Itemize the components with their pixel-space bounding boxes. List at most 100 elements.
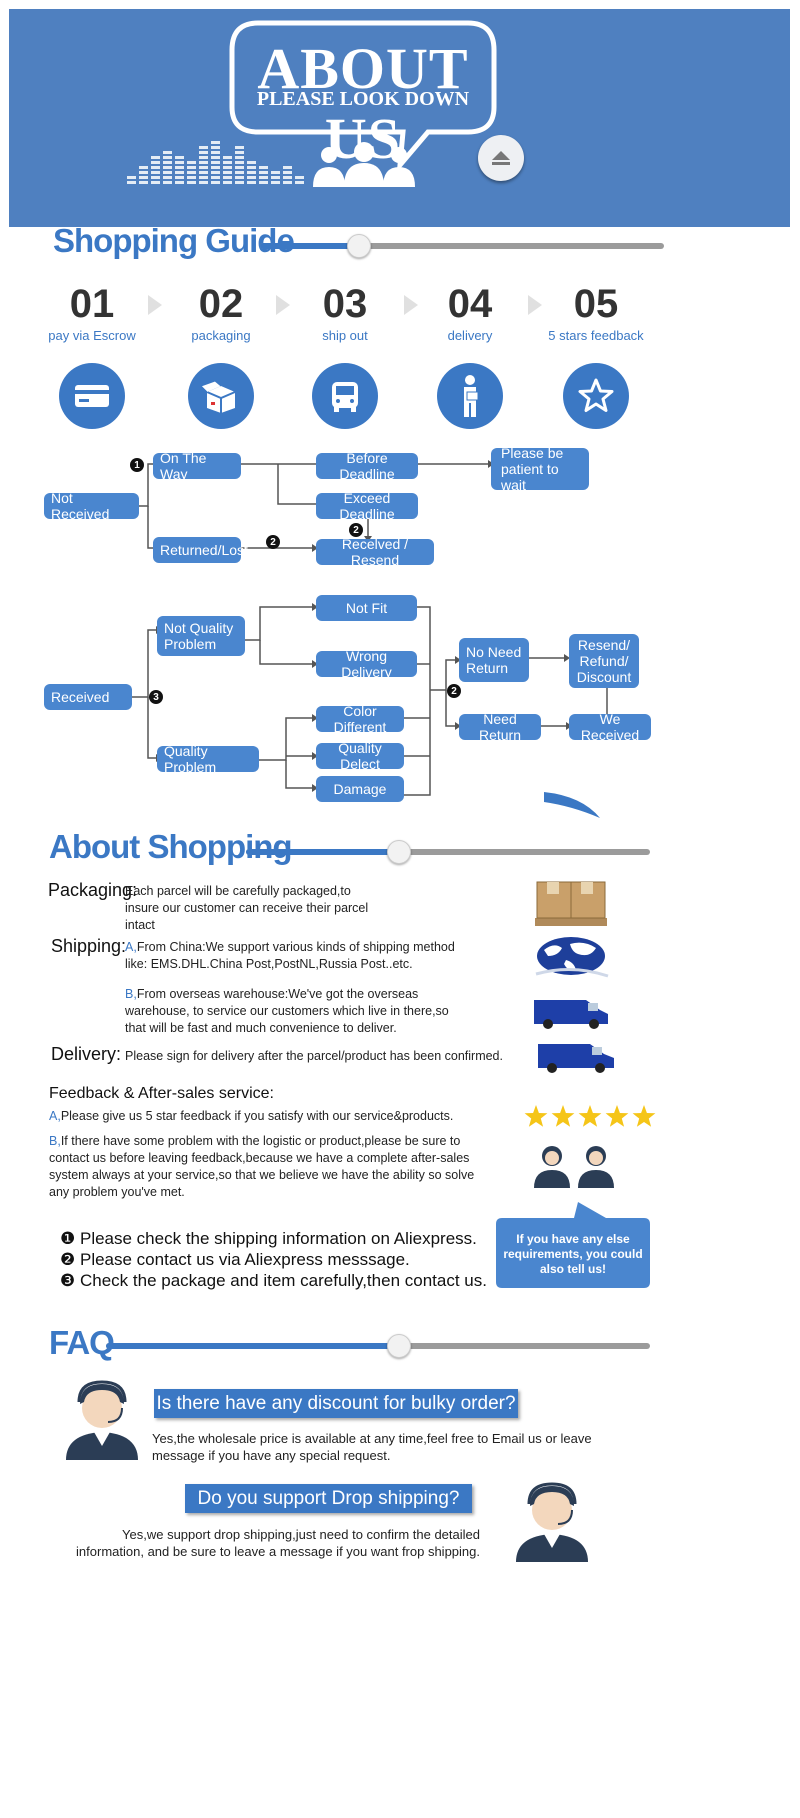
notes-list: ❶ Please check the shipping information … xyxy=(60,1228,487,1291)
credit-card-icon xyxy=(59,363,125,429)
callout-bubble xyxy=(496,1202,650,1288)
note-text: Please contact us via Aliexpress messsag… xyxy=(79,1250,410,1269)
step-1: 01 pay via Escrow xyxy=(27,282,157,429)
globe-plane-icon xyxy=(535,937,609,978)
received-resend-box: Recelved / Resend xyxy=(316,536,434,568)
support-agent-avatar-icon xyxy=(66,1380,138,1460)
shopping-guide-title: Shopping Guide xyxy=(53,222,295,259)
step-arrow-icon xyxy=(276,295,290,315)
curve-arrow-graphic xyxy=(544,792,600,818)
step-number: 04 xyxy=(447,282,493,326)
packaging-label: Packaging: xyxy=(48,880,138,900)
step-number: 05 xyxy=(573,282,619,326)
delivery-label: Delivery: xyxy=(51,1044,122,1064)
speech-bubble xyxy=(229,20,497,170)
step-label: 5 stars feedback xyxy=(548,328,644,343)
we-received-box: We Received xyxy=(569,711,651,743)
star-icon xyxy=(578,1105,602,1127)
step-arrow-icon xyxy=(148,295,162,315)
note-mark: ❷ xyxy=(60,1250,76,1269)
slider-knob xyxy=(387,1334,411,1358)
star-icon xyxy=(632,1105,656,1127)
feedback-a-body: Please give us 5 star feedback if you sa… xyxy=(60,1109,454,1123)
faq-question-1[interactable]: Is there have any discount for bulky ord… xyxy=(154,1389,518,1418)
faq-question-2[interactable]: Do you support Drop shipping? xyxy=(185,1484,472,1513)
step-label: delivery xyxy=(447,328,493,343)
not-fit-box: Not Fit xyxy=(316,595,417,621)
header-title: ABOUT US xyxy=(257,36,469,171)
step-5: 05 5 stars feedback xyxy=(531,282,661,429)
delivery-text: Please sign for delivery after the parce… xyxy=(125,1049,503,1063)
damage-box: Damage xyxy=(316,776,404,802)
note-mark: ❶ xyxy=(60,1229,76,1248)
slider-knob xyxy=(347,234,371,258)
step-label: ship out xyxy=(322,328,368,343)
shopping-guide-slider xyxy=(260,234,664,258)
step-2: 02 packaging xyxy=(156,282,286,429)
shipping-b-body: From overseas warehouse:We've got the ov… xyxy=(125,987,449,1035)
bus-icon xyxy=(312,363,378,429)
received-box: Received xyxy=(44,684,132,710)
parcel-boxes-icon xyxy=(535,881,607,926)
step-label: pay via Escrow xyxy=(48,328,136,343)
star-icon xyxy=(524,1105,548,1127)
header-subtitle: PLEASE LOOK DOWN xyxy=(256,88,470,110)
shipping-a-prefix: A, xyxy=(125,940,137,954)
courier-icon xyxy=(437,363,503,429)
step-marker-3: 3 xyxy=(149,690,163,704)
support-agents-icon xyxy=(534,1146,614,1188)
delivery-van-icon xyxy=(538,1044,614,1073)
note-item: ❸ Check the package and item carefully,t… xyxy=(60,1270,487,1291)
step-number: 01 xyxy=(69,282,115,326)
shipping-label: Shipping: xyxy=(51,936,127,956)
wrong-delivery-box: Wrong Delivery xyxy=(316,648,417,680)
shipping-a-body: From China:We support various kinds of s… xyxy=(125,940,455,971)
eject-icon xyxy=(492,151,510,165)
note-text: Check the package and item carefully,the… xyxy=(79,1271,487,1290)
feedback-b-text: B,If there have some problem with the lo… xyxy=(49,1133,489,1201)
feedback-title: Feedback & After-sales service: xyxy=(49,1085,274,1102)
box-icon xyxy=(188,363,254,429)
faq-answer-2: Yes,we support drop shipping,just need t… xyxy=(76,1527,480,1559)
note-item: ❶ Please check the shipping information … xyxy=(60,1228,487,1249)
note-mark: ❸ xyxy=(60,1271,76,1290)
faq-slider xyxy=(106,1334,650,1358)
exceed-deadline-box: Exceed Deadline xyxy=(316,490,418,522)
no-need-return-box: No Need Return xyxy=(459,638,529,682)
van-icon xyxy=(534,1000,608,1029)
need-return-box: Need Return xyxy=(459,711,541,743)
star-icon xyxy=(551,1105,575,1127)
note-text: Please check the shipping information on… xyxy=(79,1229,477,1248)
step-label: packaging xyxy=(191,328,251,343)
slider-knob xyxy=(387,840,411,864)
note-item: ❷ Please contact us via Aliexpress messs… xyxy=(60,1249,487,1270)
color-different-box: Color Different xyxy=(316,703,404,735)
on-the-way-box: On The Way xyxy=(153,450,241,482)
not-received-box: Not Received xyxy=(44,490,139,522)
step-marker-2: 2 xyxy=(266,535,280,549)
faq-title: FAQ xyxy=(49,1324,115,1361)
shipping-b-prefix: B, xyxy=(125,987,137,1001)
step-marker-1: 1 xyxy=(130,458,144,472)
header-banner xyxy=(9,9,790,227)
feedback-a-text: A,Please give us 5 star feedback if you … xyxy=(49,1108,489,1125)
step-marker-2: 2 xyxy=(447,684,461,698)
shipping-a-text: A,From China:We support various kinds of… xyxy=(125,939,465,973)
returned-lost-box: Returned/Lost xyxy=(153,537,248,563)
before-deadline-box: Before Deadline xyxy=(316,450,418,482)
faq-answer-1: Yes,the wholesale price is available at … xyxy=(152,1431,592,1463)
callout-text: If you have any else requirements, you c… xyxy=(503,1232,643,1276)
shipping-b-text: B,From overseas warehouse:We've got the … xyxy=(125,986,470,1037)
scroll-down-button[interactable] xyxy=(478,135,524,181)
equalizer-graphic xyxy=(127,141,304,184)
about-shopping-title: About Shopping xyxy=(49,828,293,865)
support-agent-avatar-icon xyxy=(516,1482,588,1562)
feedback-b-prefix: B, xyxy=(49,1134,61,1148)
people-icon xyxy=(313,142,415,187)
star-icon xyxy=(563,363,629,429)
not-quality-problem-box: Not Quality Problem xyxy=(157,616,245,656)
step-3: 03 ship out xyxy=(280,282,410,429)
step-number: 02 xyxy=(198,282,244,326)
five-star-rating xyxy=(524,1105,656,1127)
star-icon xyxy=(605,1105,629,1127)
